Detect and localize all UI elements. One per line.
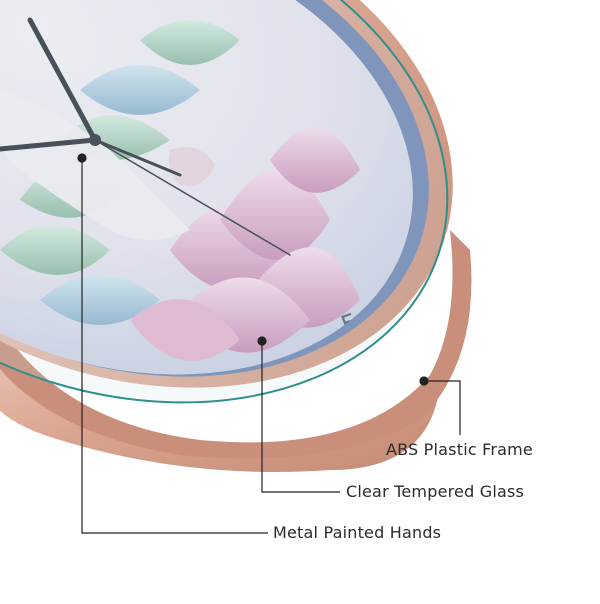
callout-metal-painted-hands: Metal Painted Hands: [273, 523, 442, 542]
callout-lines: [77, 153, 461, 534]
callout-abs-plastic-frame: ABS Plastic Frame: [386, 440, 533, 459]
clock-hands-icon: [0, 17, 291, 256]
clear-tempered-glass: [0, 0, 449, 404]
lotus-flower-icon: [0, 20, 360, 361]
callout-clear-tempered-glass: Clear Tempered Glass: [346, 482, 525, 501]
